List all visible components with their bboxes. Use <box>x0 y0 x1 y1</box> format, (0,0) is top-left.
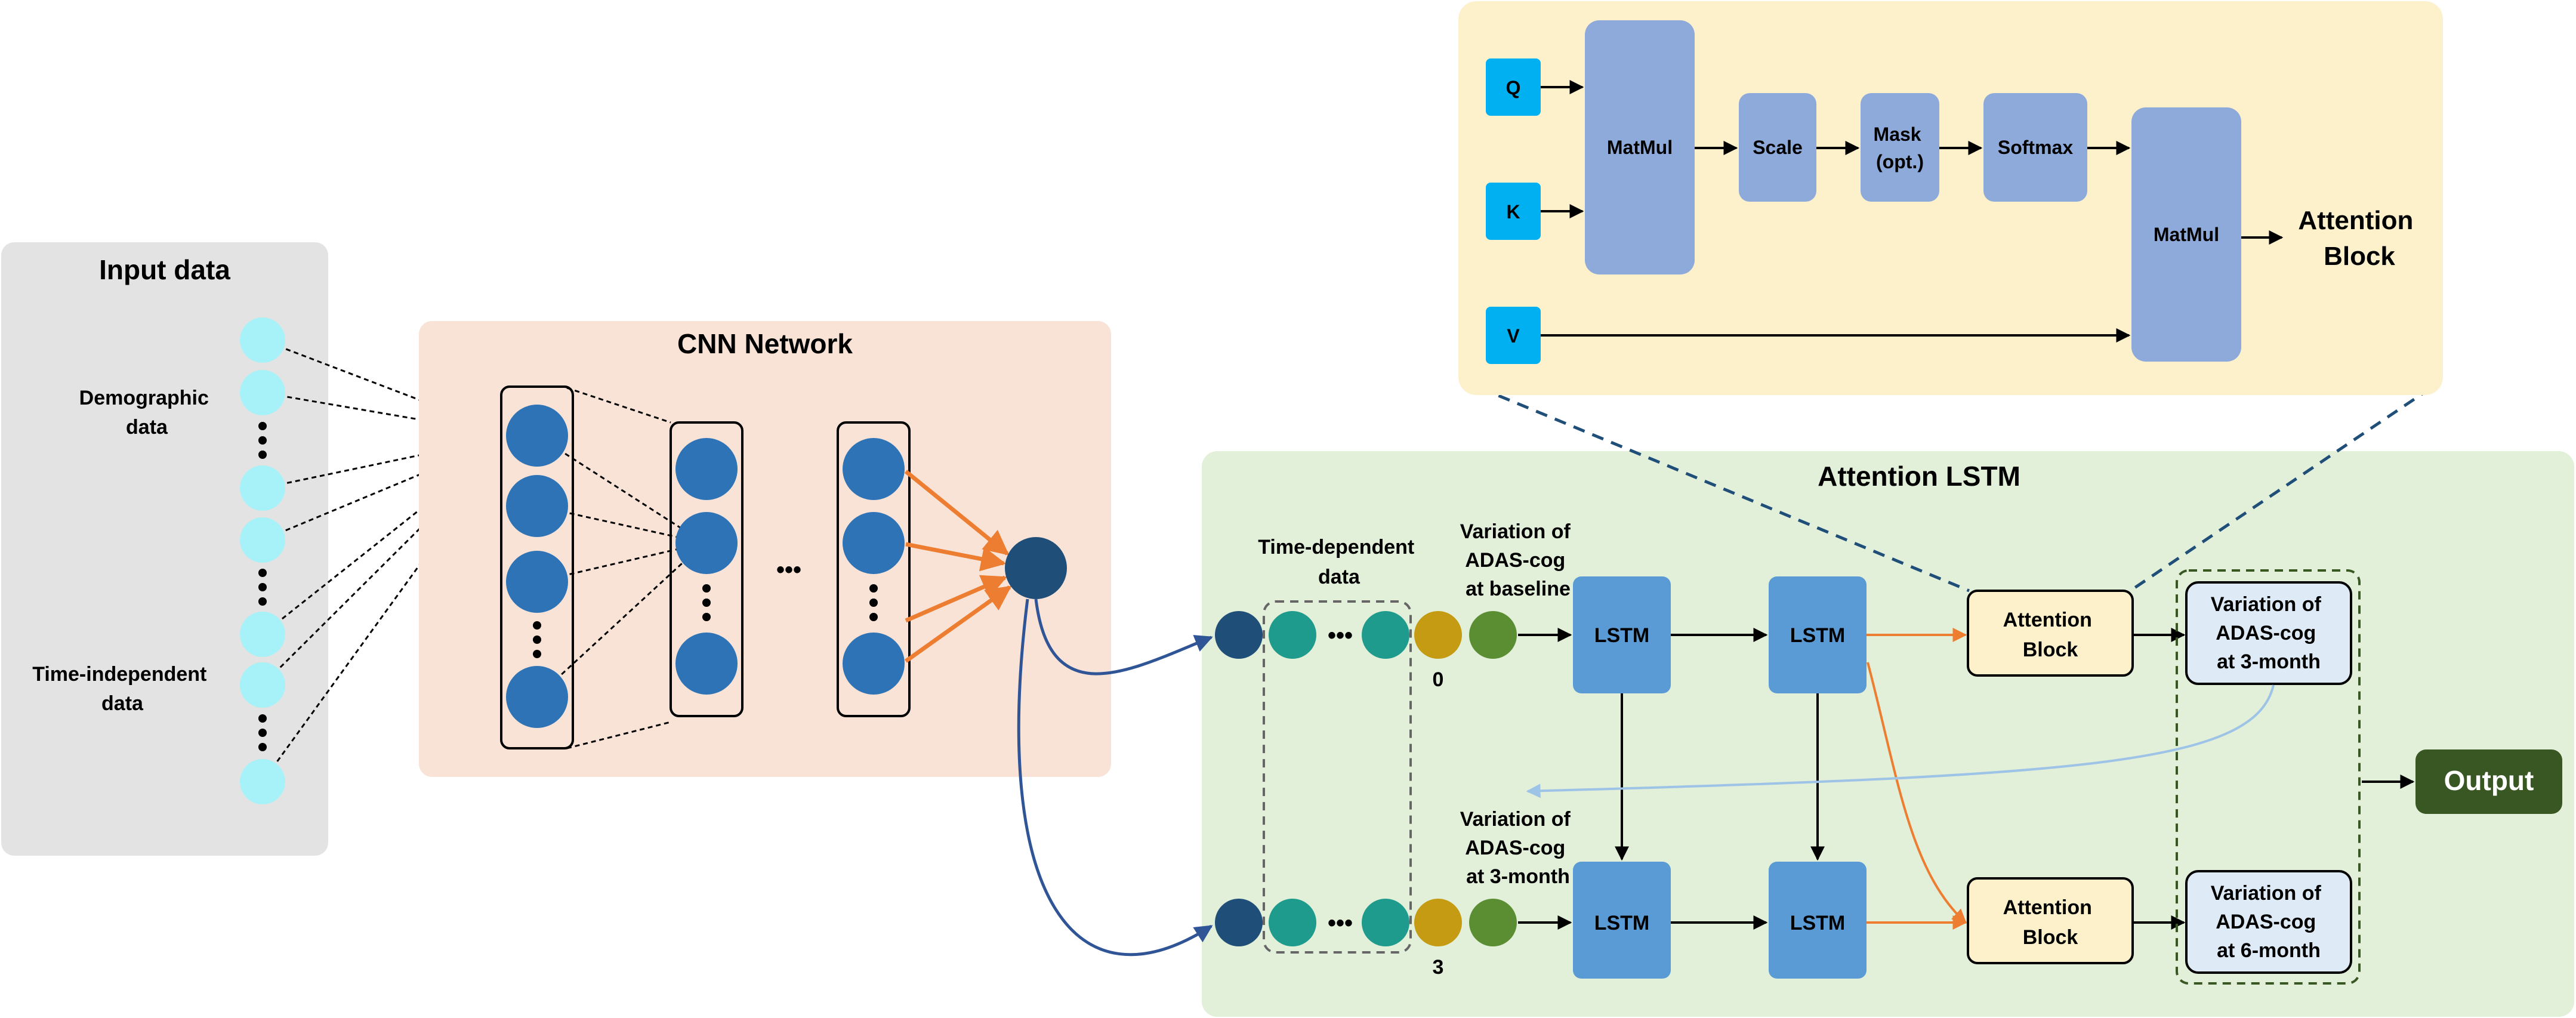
svg-text:Scale: Scale <box>1753 137 1803 158</box>
outputs-group-box <box>2176 569 2361 985</box>
input-node <box>240 517 285 563</box>
lstm-cell-bottom-1: LSTM <box>1573 862 1671 979</box>
k-input-box: K <box>1486 183 1541 240</box>
input-data-panel: Input data Demographic data Time-indepen… <box>1 242 514 856</box>
adas-value-node <box>1469 899 1517 946</box>
svg-text:Attention Block: Attention Block <box>2003 896 2098 949</box>
month3-input-label: Variation of ADAS-cog at 3-month <box>1460 808 1577 888</box>
input-vertical-ellipsis <box>258 422 267 751</box>
attention-block-detail-panel: Q K V MatMul Scale <box>1458 1 2443 593</box>
input-node <box>240 317 285 363</box>
timestep-node <box>1414 899 1462 946</box>
cnn-network-panel: CNN Network ••• <box>419 321 1111 777</box>
v-input-box: V <box>1486 307 1541 364</box>
lstm-cell-top-1: LSTM <box>1573 576 1671 693</box>
attention-block-top: Attention Block <box>1967 590 2134 677</box>
cnn-node <box>675 438 738 500</box>
q-input-box: Q <box>1486 58 1541 116</box>
lstm-panel-title: Attention LSTM <box>1818 461 2020 492</box>
input-node <box>240 370 285 415</box>
output-6month-box: Variation of ADAS-cog at 6-month <box>2185 870 2352 974</box>
time-dependent-label: Time-dependent data <box>1258 536 1420 588</box>
mask-op: Mask (opt.) <box>1861 93 1939 202</box>
baseline-label: Variation of ADAS-cog at baseline <box>1460 520 1577 600</box>
svg-text:Variation of ADAS-cog: Variation of ADAS-cog at 6-month <box>2211 882 2327 962</box>
svg-text:Attention Block: Attention Block <box>2003 609 2098 661</box>
time-dependent-node <box>1362 899 1409 946</box>
cnn-output-node <box>1005 537 1067 599</box>
input-node <box>240 662 285 708</box>
matmul-op-1: MatMul <box>1585 20 1695 274</box>
cnn-node <box>506 551 568 613</box>
timestep-node <box>1414 611 1462 659</box>
feedback-arrow <box>1526 684 2275 798</box>
time-dependent-node <box>1269 611 1316 659</box>
svg-text:K: K <box>1506 201 1520 223</box>
cnn-feature-node-top <box>1215 611 1263 659</box>
lstm-cell-top-2: LSTM <box>1769 576 1867 693</box>
svg-text:LSTM: LSTM <box>1594 624 1650 647</box>
lstm-cell-bottom-2: LSTM <box>1769 862 1867 979</box>
svg-text:Output: Output <box>2444 765 2534 796</box>
attention-lstm-panel: Attention LSTM Time-dependent data ••• V… <box>1202 451 2574 1017</box>
cnn-feature-node-bottom <box>1215 899 1263 946</box>
top-ellipsis: ••• <box>1328 622 1353 649</box>
cnn-layer-3 <box>837 421 911 717</box>
svg-text:LSTM: LSTM <box>1790 912 1846 934</box>
cnn-node <box>843 633 905 695</box>
input-node <box>240 465 285 511</box>
input-panel-title: Input data <box>99 254 230 285</box>
cnn-node <box>506 475 568 537</box>
svg-text:MatMul: MatMul <box>1607 137 1673 158</box>
svg-text:LSTM: LSTM <box>1594 912 1650 934</box>
svg-text:Mask (opt.): Mask (opt.) <box>1874 124 1927 172</box>
input-node <box>240 612 285 657</box>
cnn-layer-2 <box>670 421 744 717</box>
cnn-to-lstm-arrow-bottom <box>1017 599 1213 957</box>
svg-text:Softmax: Softmax <box>1998 137 2073 158</box>
scale-op: Scale <box>1739 93 1816 202</box>
cnn-node <box>675 512 738 574</box>
time-dependent-group-box <box>1263 600 1412 954</box>
cnn-ellipsis: ••• <box>776 557 801 583</box>
time-dependent-node <box>1269 899 1316 946</box>
cnn-panel-title: CNN Network <box>677 328 853 359</box>
output-3month-box: Variation of ADAS-cog at 3-month <box>2185 581 2352 685</box>
svg-text:MatMul: MatMul <box>2154 224 2219 245</box>
demographic-label: Demographic data <box>79 387 215 439</box>
cnn-output-arrows <box>904 470 1012 663</box>
cnn-to-lstm-arrow-top <box>1034 599 1213 675</box>
cnn-node <box>843 512 905 574</box>
cnn-node <box>506 666 568 728</box>
bottom-ellipsis: ••• <box>1328 910 1353 936</box>
cnn-node <box>843 438 905 500</box>
attention-block-title: Attention Block <box>2298 206 2420 271</box>
svg-text:Q: Q <box>1506 77 1521 98</box>
month3-step-label: 3 <box>1433 956 1444 979</box>
time-independent-label: Time-independent data <box>32 663 212 715</box>
cnn-layer-1 <box>500 385 574 749</box>
time-dependent-node <box>1362 611 1409 659</box>
input-node <box>240 759 285 804</box>
matmul-op-2: MatMul <box>2131 107 2241 362</box>
input-nodes <box>240 317 285 804</box>
cnn-node <box>506 405 568 467</box>
cnn-node <box>675 633 738 695</box>
svg-text:LSTM: LSTM <box>1790 624 1846 647</box>
baseline-step-label: 0 <box>1433 668 1444 691</box>
attention-block-bottom: Attention Block <box>1967 877 2134 964</box>
adas-value-node <box>1469 611 1517 659</box>
svg-text:V: V <box>1507 325 1520 347</box>
final-output-box: Output <box>2415 749 2562 814</box>
svg-text:Variation of ADAS-cog: Variation of ADAS-cog at 3-month <box>2211 593 2327 673</box>
softmax-op: Softmax <box>1983 93 2087 202</box>
